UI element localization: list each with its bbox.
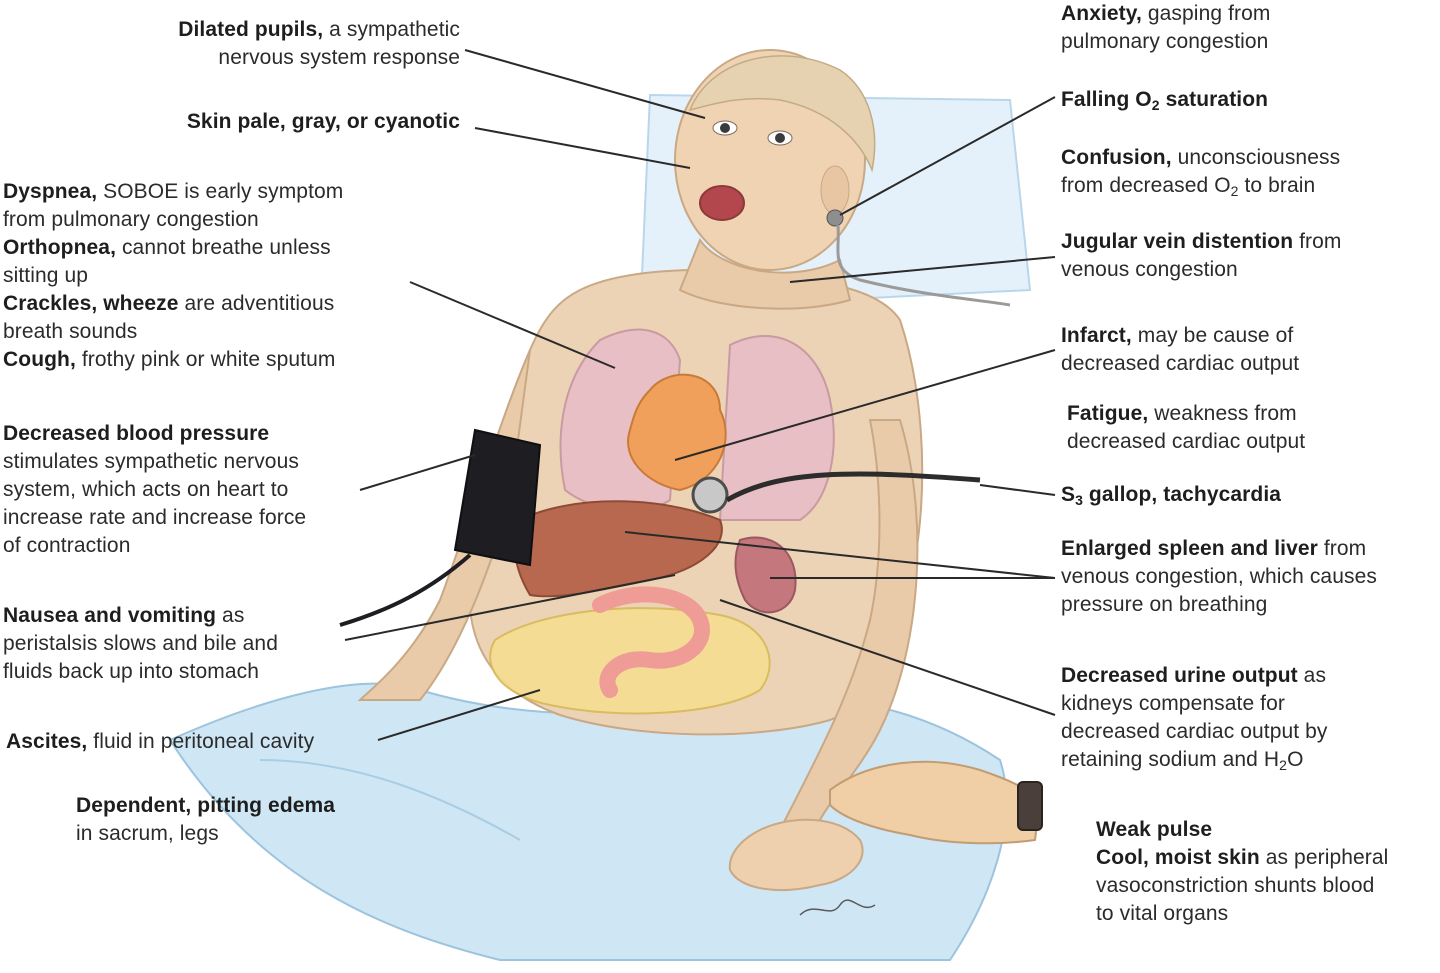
ear (820, 165, 850, 215)
leader-ascites (377, 689, 541, 741)
label-jugular: Jugular vein distention from venous cong… (1061, 230, 1342, 281)
label-respiratory-group: Dyspnea, SOBOE is early symptom from pul… (3, 180, 344, 371)
label-ascites: Ascites, fluid in peritoneal cavity (6, 730, 315, 753)
label-urine-output: Decreased urine output as kidneys compen… (1061, 664, 1328, 773)
stethoscope-tubing (725, 471, 981, 503)
leader-skin-pale (474, 127, 691, 169)
nurse-hand (829, 760, 1042, 845)
patient-hand (728, 818, 864, 891)
intestines (592, 586, 710, 698)
label-dilated-pupils: Dilated pupils, a sympathetic nervous sy… (178, 18, 460, 69)
label-anxiety: Anxiety, gasping from pulmonary congesti… (1061, 2, 1271, 53)
label-fatigue: Fatigue, weakness from decreased cardiac… (1067, 402, 1306, 453)
label-infarct: Infarct, may be cause of decreased cardi… (1061, 324, 1300, 375)
leader-urine (719, 599, 1056, 716)
spleen (734, 536, 797, 614)
label-decreased-bp: Decreased blood pressure stimulates symp… (3, 422, 307, 557)
bp-tubing (339, 553, 472, 627)
leader-jugular (789, 256, 1056, 283)
leader-liver (624, 531, 1056, 579)
wristwatch (1017, 781, 1043, 831)
label-nausea: Nausea and vomiting as peristalsis slows… (3, 604, 278, 683)
hair (688, 55, 876, 173)
label-skin-pale: Skin pale, gray, or cyanotic (186, 110, 460, 133)
label-confusion: Confusion, unconsciousness from decrease… (1061, 146, 1341, 199)
bp-cuff (453, 428, 542, 567)
right-lung (718, 335, 835, 521)
left-pupil (720, 123, 730, 133)
label-spleen-liver: Enlarged spleen and liver from venous co… (1061, 537, 1377, 616)
leader-decreased-bp (359, 454, 476, 491)
leader-respiratory (409, 281, 616, 369)
oximeter-cable (836, 224, 1011, 307)
leader-lines (344, 49, 1056, 741)
label-falling-o2: Falling O2 saturation (1061, 88, 1269, 113)
leader-infarct (674, 349, 1056, 461)
sheet-fold (259, 759, 521, 841)
ear-oximeter (826, 209, 844, 227)
heart (627, 373, 727, 492)
artist-signature (799, 899, 876, 916)
leader-nausea (344, 574, 676, 641)
neck (678, 237, 852, 310)
open-mouth (699, 185, 745, 221)
leader-dilated-pupils (464, 49, 706, 119)
label-s3-gallop: S3 gallop, tachycardia (1061, 483, 1282, 508)
leader-falling-o2 (839, 96, 1056, 216)
stethoscope-chestpiece (691, 476, 729, 514)
right-pupil (775, 133, 785, 143)
label-weak-pulse: Weak pulse Cool, moist skin as periphera… (1096, 818, 1389, 925)
leader-s3 (979, 484, 1056, 496)
label-edema: Dependent, pitting edema in sacrum, legs (76, 794, 336, 845)
